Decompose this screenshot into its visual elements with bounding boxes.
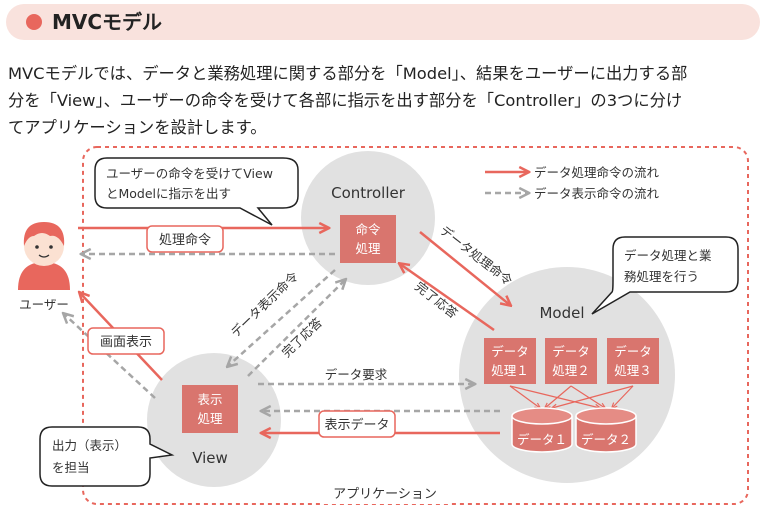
header-dot-icon — [26, 14, 42, 30]
display-data-label: 表示データ — [324, 417, 389, 433]
section-header: MVCモデル — [6, 4, 760, 40]
controller-callout-text: とModelに指示を出す — [106, 186, 231, 201]
view-box-text: 表示 — [197, 392, 222, 407]
controller-callout-text: ユーザーの命令を受けてView — [106, 166, 273, 181]
data-display-command-arrow — [228, 269, 336, 366]
model-process-box — [484, 338, 536, 384]
model-process-text: データ — [552, 344, 590, 359]
view-process-box — [182, 385, 238, 433]
intro-line: てアプリケーションを設計します。 — [8, 118, 267, 137]
user-icon — [18, 222, 70, 290]
model-callout-text: データ処理と業 — [624, 248, 712, 263]
view-to-user-dashed-arrow — [64, 314, 156, 399]
application-label: アプリケーション — [333, 487, 437, 502]
view-callout: 出力（表示） を担当 — [39, 426, 175, 487]
model-process-box — [607, 338, 659, 384]
data-display-command-label: データ表示命令 — [228, 268, 302, 340]
done-response-mc-label: 完了応答 — [412, 279, 461, 322]
data-process-command-arrow — [419, 231, 510, 305]
model-callout-text: 務処理を行う — [624, 269, 699, 284]
view-done-response-arrow — [247, 280, 345, 377]
model-process-text: 処理３ — [614, 363, 652, 378]
intro-paragraph: MVCモデルでは、データと業務処理に関する部分を「Model」、結果をユーザーに… — [8, 60, 766, 141]
model-callout: データ処理と業 務処理を行う — [591, 236, 739, 315]
intro-line: MVCモデルでは、データと業務処理に関する部分を「Model」、結果をユーザーに… — [8, 64, 688, 83]
controller-callout: ユーザーの命令を受けてView とModelに指示を出す — [94, 157, 299, 226]
application-label-bg — [320, 484, 450, 504]
model-process-text: 処理１ — [491, 363, 529, 378]
process-command-label-box — [146, 225, 224, 253]
process-to-data-arrows — [509, 385, 634, 408]
model-process-text: 処理２ — [552, 363, 590, 378]
view-title: View — [192, 449, 228, 467]
data2-label: データ２ — [581, 432, 631, 447]
screen-display-label-box — [87, 327, 165, 355]
legend: データ処理命令の流れ データ表示命令の流れ — [485, 165, 660, 201]
display-data-label-box — [318, 410, 396, 438]
model-done-response-arrow — [400, 264, 495, 332]
screen-display-label: 画面表示 — [100, 335, 152, 350]
intro-line: 分を「View」、ユーザーの命令を受けて各部に指示を出す部分を「Controll… — [8, 91, 683, 110]
view-box-text: 処理 — [197, 411, 223, 426]
data2-cylinder: データ２ — [575, 407, 637, 453]
section-title: MVCモデル — [52, 10, 163, 34]
model-process-text: データ — [491, 344, 529, 359]
view-callout-text: 出力（表示） — [52, 438, 127, 453]
data1-label: データ１ — [517, 432, 567, 447]
view-callout-text: を担当 — [52, 460, 90, 475]
user-label: ユーザー — [19, 297, 69, 312]
controller-title: Controller — [331, 184, 406, 202]
controller-box-text: 処理 — [355, 241, 381, 256]
model-process-box — [545, 338, 597, 384]
process-command-label: 処理命令 — [159, 232, 211, 248]
model-title: Model — [539, 304, 584, 322]
data1-cylinder: データ１ — [511, 407, 573, 453]
legend-solid-label: データ処理命令の流れ — [534, 165, 660, 180]
data-request-label: データ要求 — [325, 367, 388, 382]
controller-process-box — [340, 215, 396, 263]
model-process-text: データ — [614, 344, 652, 359]
controller-box-text: 命令 — [355, 222, 381, 237]
legend-dashed-label: データ表示命令の流れ — [534, 186, 660, 201]
